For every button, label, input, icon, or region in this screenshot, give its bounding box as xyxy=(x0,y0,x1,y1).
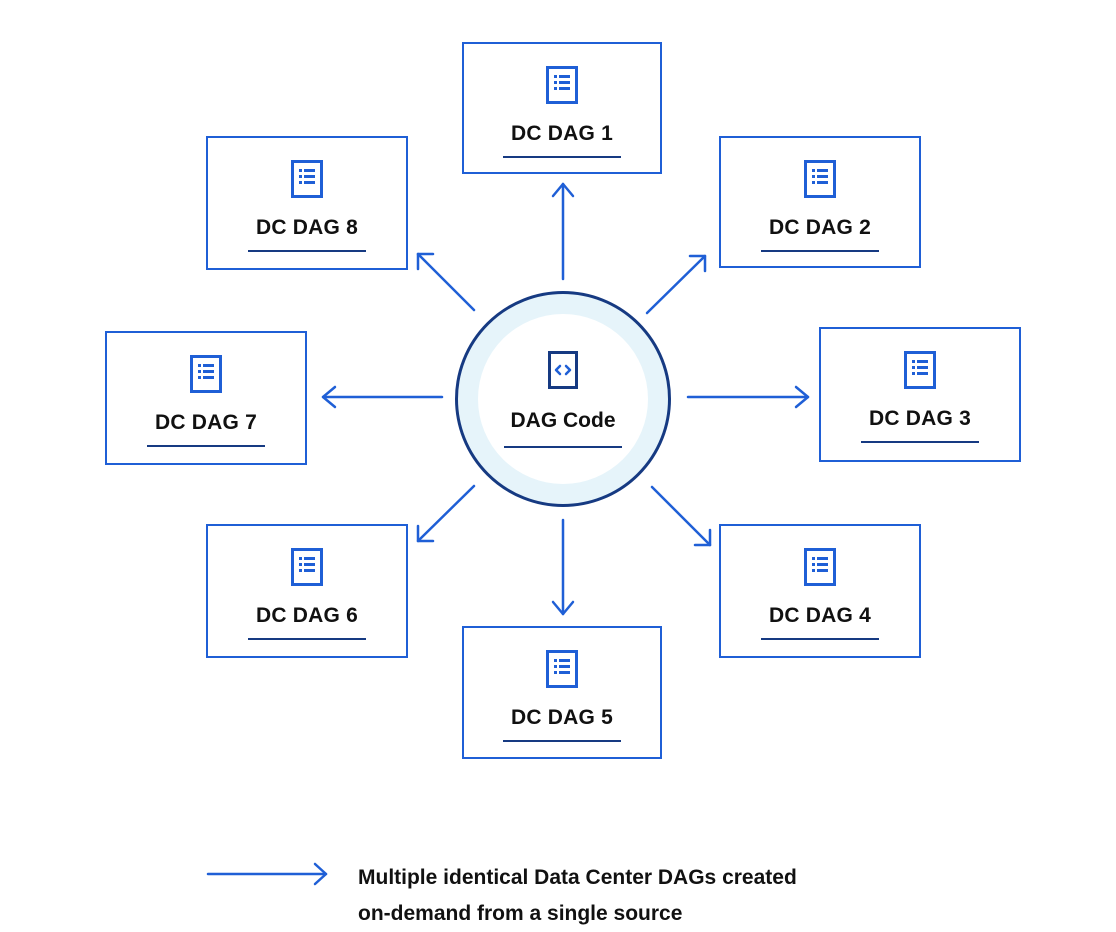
node-label: DC DAG 6 xyxy=(256,604,358,627)
arrow-to-dag-5 xyxy=(551,518,575,616)
dc-dag-node: DC DAG 3 xyxy=(819,327,1021,462)
document-list-icon xyxy=(546,66,578,104)
label-underline xyxy=(761,638,879,640)
document-list-icon xyxy=(291,160,323,198)
document-list-icon xyxy=(804,160,836,198)
label-underline xyxy=(761,250,879,252)
hub-label: DAG Code xyxy=(510,409,616,432)
node-label: DC DAG 4 xyxy=(769,604,871,627)
node-label: DC DAG 3 xyxy=(869,407,971,430)
legend-line-2: on-demand from a single source xyxy=(358,902,683,925)
arrow-to-dag-7 xyxy=(321,385,444,409)
label-underline xyxy=(248,250,366,252)
legend-line-1: Multiple identical Data Center DAGs crea… xyxy=(358,866,797,889)
arrow-to-dag-8 xyxy=(416,252,476,312)
dc-dag-node: DC DAG 6 xyxy=(206,524,408,658)
document-list-icon xyxy=(904,351,936,389)
document-list-icon xyxy=(546,650,578,688)
document-list-icon xyxy=(291,548,323,586)
arrow-to-dag-4 xyxy=(650,485,712,547)
document-list-icon xyxy=(190,355,222,393)
node-label: DC DAG 8 xyxy=(256,216,358,239)
label-underline xyxy=(504,446,622,448)
label-underline xyxy=(248,638,366,640)
node-label: DC DAG 7 xyxy=(155,411,257,434)
arrow-to-dag-1 xyxy=(551,182,575,281)
dc-dag-node: DC DAG 1 xyxy=(462,42,662,174)
dc-dag-node: DC DAG 7 xyxy=(105,331,307,465)
arrow-to-dag-3 xyxy=(686,385,810,409)
document-list-icon xyxy=(804,548,836,586)
label-underline xyxy=(503,156,621,158)
code-file-icon xyxy=(548,351,578,389)
dag-code-hub: DAG Code xyxy=(455,291,671,507)
legend-arrow-icon xyxy=(206,862,328,886)
label-underline xyxy=(503,740,621,742)
arrow-to-dag-2 xyxy=(645,254,707,315)
label-underline xyxy=(147,445,265,447)
dc-dag-node: DC DAG 4 xyxy=(719,524,921,658)
dc-dag-node: DC DAG 8 xyxy=(206,136,408,270)
dc-dag-node: DC DAG 5 xyxy=(462,626,662,759)
legend-text: Multiple identical Data Center DAGs crea… xyxy=(358,860,918,932)
node-label: DC DAG 1 xyxy=(511,122,613,145)
label-underline xyxy=(861,441,979,443)
node-label: DC DAG 5 xyxy=(511,706,613,729)
node-label: DC DAG 2 xyxy=(769,216,871,239)
dc-dag-node: DC DAG 2 xyxy=(719,136,921,268)
hub-inner-circle xyxy=(478,314,648,484)
arrow-to-dag-6 xyxy=(416,484,476,543)
